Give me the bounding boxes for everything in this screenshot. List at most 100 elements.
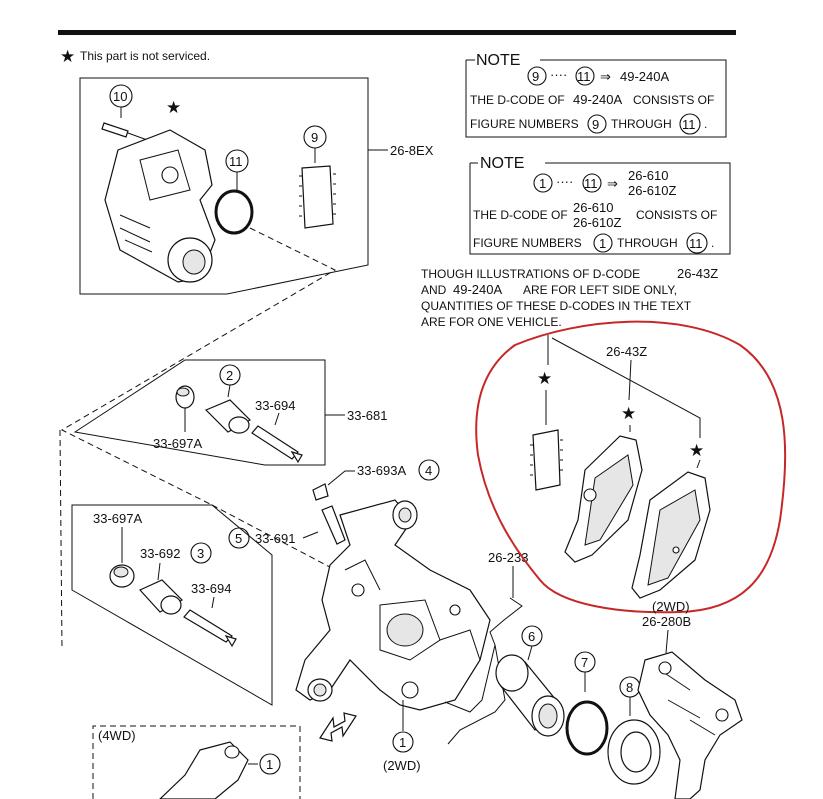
notice-line1-code: 26-43Z <box>677 266 718 281</box>
callout-11: 11 <box>229 154 243 169</box>
note2-line2-a: THE D-CODE OF <box>473 208 568 222</box>
notice-text: THOUGH ILLUSTRATIONS OF D-CODE 26-43Z AN… <box>421 266 718 329</box>
note2-arrow-icon: ⇒ <box>607 176 618 191</box>
callout-10: 10 <box>113 89 127 104</box>
note2-line2-code2: 26-610Z <box>573 215 621 230</box>
piston-seal-7-shape <box>565 700 609 756</box>
note1-line3-to: 11 <box>682 117 696 132</box>
pin-33-694-top-shape <box>251 425 299 460</box>
bolt-10-shape <box>101 122 129 138</box>
note2-line2-b: CONSISTS OF <box>636 208 717 222</box>
notice-line3: QUANTITIES OF THESE D-CODES IN THE TEXT <box>421 299 692 313</box>
notice-line2-code: 49-240A <box>453 282 502 297</box>
seal-kit-group: 33-697A 33-692 3 33-694 <box>71 504 273 706</box>
notice-line4: ARE FOR ONE VEHICLE. <box>421 315 562 329</box>
notice-line2-a: AND <box>421 283 447 297</box>
callout-4: 4 <box>425 463 432 478</box>
top-rule <box>58 30 736 35</box>
note2-dots: ···· <box>556 174 573 189</box>
note1-line3-mid: THROUGH <box>611 117 672 131</box>
code-33-694-bottom: 33-694 <box>191 581 231 596</box>
slide-pin-group: 33-681 33-697A 2 33-694 <box>73 359 387 466</box>
connector-plate-9-shape <box>301 165 334 229</box>
pin-33-694-bottom-shape <box>183 609 233 643</box>
note2-range-from: 1 <box>539 176 546 191</box>
code-33-681: 33-681 <box>347 408 387 423</box>
callout-6: 6 <box>528 629 535 644</box>
notice-line1: THOUGH ILLUSTRATIONS OF D-CODE <box>421 267 640 281</box>
note-box-1: NOTE 9 ···· 11 ⇒ 49-240A THE D-CODE OF 4… <box>465 52 727 138</box>
note1-arrow-target: 49-240A <box>620 69 669 84</box>
note2-line3-to: 11 <box>689 236 703 251</box>
code-26-233: 26-233 <box>488 550 528 565</box>
note1-range-to: 11 <box>577 69 591 84</box>
callout-1-inset: 1 <box>266 757 273 772</box>
actuator-group: 26-8EX 10 ★ 11 9 <box>79 77 434 295</box>
bleeder-cap-shape <box>312 483 329 501</box>
caliper-body: 1 (2WD) <box>295 499 491 773</box>
callout-8: 8 <box>626 680 633 695</box>
caliper-body-shape <box>295 499 491 711</box>
pad-outer-star-icon: ★ <box>689 441 704 461</box>
dashed-link-actuator <box>60 227 337 506</box>
caliper-2wd-label: (2WD) <box>383 758 421 773</box>
note2-range-to: 11 <box>584 176 598 191</box>
code-33-691: 33-691 <box>255 531 295 546</box>
code-26-280b: 26-280B <box>642 614 691 629</box>
pad-2wd-label: (2WD) <box>652 599 690 614</box>
code-33-694-top: 33-694 <box>255 398 295 413</box>
note1-line2-code: 49-240A <box>573 92 622 107</box>
inset-4wd: (4WD) 1 <box>92 725 301 799</box>
seal-kit-group-outline <box>71 504 273 706</box>
note2-line3-end: . <box>711 236 714 250</box>
callout-7: 7 <box>581 655 588 670</box>
note1-line2-b: CONSISTS OF <box>633 93 714 107</box>
direction-arrow-icon <box>319 712 357 742</box>
red-highlight-outline <box>475 320 787 614</box>
pad-shim-shape <box>532 429 561 491</box>
note2-target-1: 26-610 <box>628 168 668 183</box>
pad-inner-star-icon: ★ <box>621 404 636 424</box>
callout-2: 2 <box>226 368 233 383</box>
callout-5: 5 <box>235 531 242 546</box>
caliper-carrier-shape <box>637 651 743 799</box>
note1-title: NOTE <box>476 52 520 69</box>
actuator-star-icon: ★ <box>166 98 181 118</box>
code-33-697a-bottom: 33-697A <box>93 511 142 526</box>
legend-text: This part is not serviced. <box>80 49 210 63</box>
note1-line2-a: THE D-CODE OF <box>470 93 565 107</box>
note2-line2-code1: 26-610 <box>573 200 613 215</box>
code-26-8ex: 26-8EX <box>390 143 434 158</box>
note2-line3-mid: THROUGH <box>617 236 678 250</box>
code-33-697a-top: 33-697A <box>153 436 202 451</box>
callout-3: 3 <box>197 546 204 561</box>
inset-4wd-label: (4WD) <box>98 728 136 743</box>
bleeder-screw-shape <box>321 505 346 545</box>
seal-ring-11-shape <box>214 189 254 235</box>
legend-star-icon: ★ <box>60 47 75 67</box>
note2-target-2: 26-610Z <box>628 183 676 198</box>
code-26-43z: 26-43Z <box>606 344 647 359</box>
note1-line3-end: . <box>704 117 707 131</box>
note1-dots: ···· <box>550 67 567 82</box>
note1-range-from: 9 <box>532 69 539 84</box>
note1-line3-from: 9 <box>592 117 599 132</box>
code-33-692: 33-692 <box>140 546 180 561</box>
brake-pad-set: 26-43Z ★ ★ ★ (2WD) <box>475 320 787 614</box>
callout-1: 1 <box>399 735 406 750</box>
pad-shim-star-icon: ★ <box>537 369 552 389</box>
note2-line3-from: 1 <box>599 236 606 251</box>
note2-title: NOTE <box>480 155 524 172</box>
slide-pin-group-outline <box>73 359 326 466</box>
note1-line3-a: FIGURE NUMBERS <box>470 117 579 131</box>
notice-line2-b: ARE FOR LEFT SIDE ONLY, <box>523 283 677 297</box>
callout-9: 9 <box>311 130 318 145</box>
code-33-693a: 33-693A <box>357 463 406 478</box>
note1-arrow-icon: ⇒ <box>600 69 611 84</box>
note2-line3-a: FIGURE NUMBERS <box>473 236 582 250</box>
actuator-group-outline <box>79 77 369 295</box>
note-box-2: NOTE 1 ···· 11 ⇒ 26-610 26-610Z THE D-CO… <box>469 155 731 255</box>
inset-caliper-shape <box>159 741 249 799</box>
piston-group: 6 7 8 <box>495 625 661 785</box>
